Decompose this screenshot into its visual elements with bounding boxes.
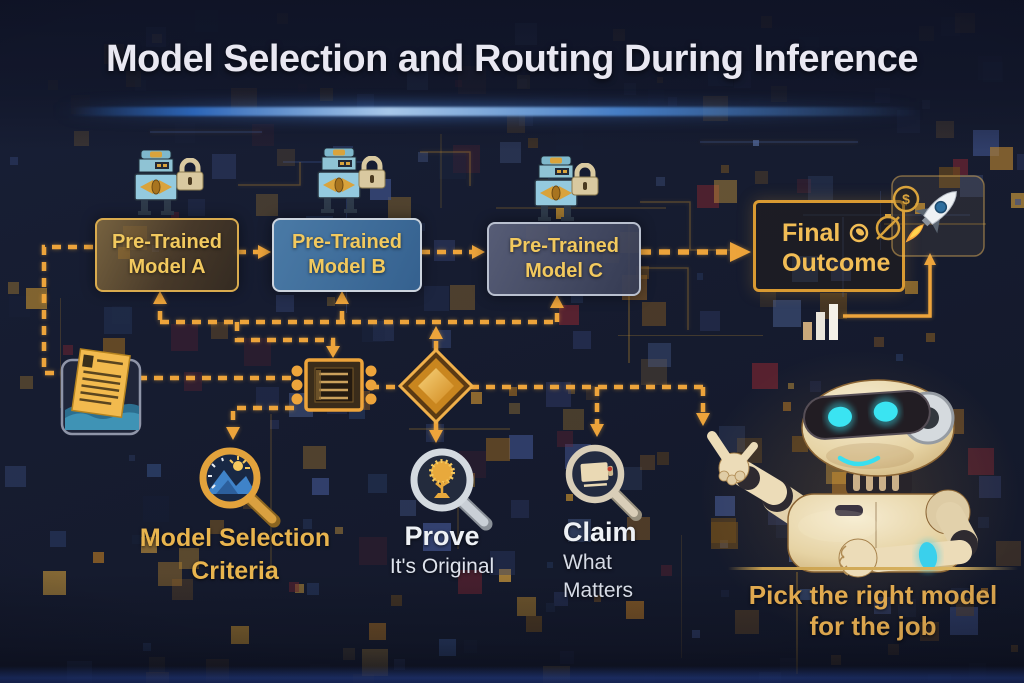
prove-title: Prove [404, 521, 480, 551]
criteria-magnifier-icon [199, 447, 281, 528]
document-tray-icon [60, 348, 142, 436]
desk-line [728, 567, 1018, 570]
lock-icon [176, 158, 204, 191]
lock-icon [358, 156, 386, 189]
caption-line1: Pick the right model [748, 580, 998, 610]
dollar-coin-icon: $ [892, 185, 920, 213]
ai-model-machine-icon [134, 150, 178, 215]
model-b-line2: Model B [308, 256, 386, 278]
ai-model-machine-icon [317, 148, 361, 213]
page-title: Model Selection and Routing During Infer… [106, 38, 918, 80]
model-b-line1: Pre-Trained [291, 231, 403, 253]
claim-sub1: What [563, 551, 613, 574]
final-line1: Final [782, 219, 841, 247]
svg-text:$: $ [902, 191, 910, 207]
criteria-line2: Criteria [191, 557, 279, 585]
criteria-line1: Model Selection [139, 524, 331, 552]
model-c-line1: Pre-Trained [508, 235, 620, 257]
model-b-box: Pre-Trained Model B [272, 218, 422, 292]
decision-diamond-icon [398, 348, 474, 424]
model-a-line2: Model A [128, 256, 206, 278]
claim-sub2: Matters [563, 579, 634, 602]
claim-label: Claim What Matters [563, 516, 703, 605]
title-streak [70, 107, 954, 116]
model-c-box: Pre-Trained Model C [487, 222, 641, 296]
prove-label: Prove It's Original [357, 520, 527, 582]
lock-icon [571, 163, 599, 196]
chip-router-icon [291, 358, 377, 412]
caption-line2: for the job [809, 611, 937, 641]
rocket-panel: $ [875, 175, 985, 257]
criteria-label: Model Selection Criteria [110, 522, 360, 588]
claim-title: Claim [563, 517, 637, 547]
model-a-line1: Pre-Trained [111, 231, 223, 253]
model-a-box: Pre-Trained Model A [95, 218, 239, 292]
prove-subtitle: It's Original [389, 555, 495, 578]
model-c-line2: Model C [525, 260, 603, 282]
bar-chart-icon [803, 304, 838, 340]
clock-icon [850, 223, 869, 243]
caption: Pick the right model for the job [718, 580, 1024, 642]
